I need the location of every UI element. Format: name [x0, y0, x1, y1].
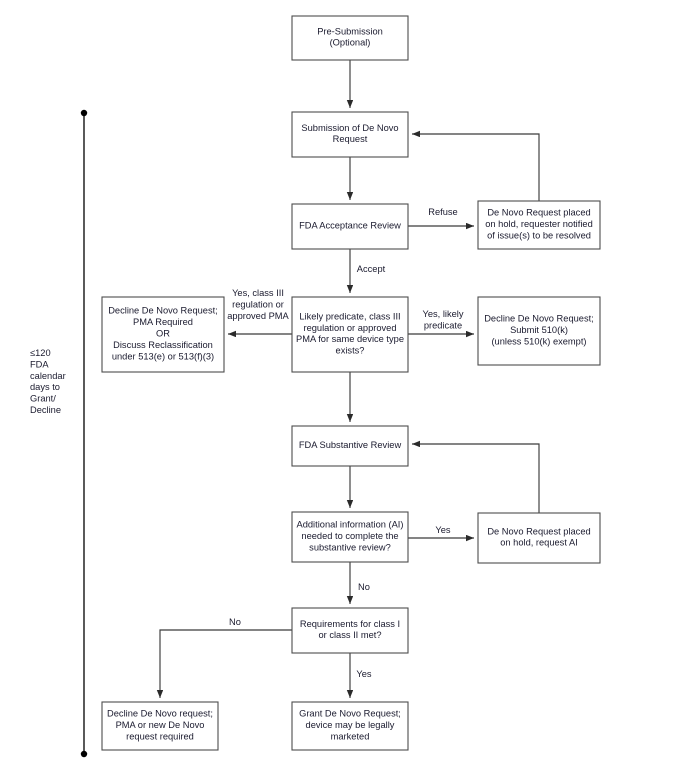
connector-onhold-ai-to-substantive — [412, 440, 540, 513]
edge-label-refuse: Refuse — [428, 207, 457, 217]
grant-de-novo-box-rect[interactable] — [291, 701, 409, 751]
fda-substantive-review-box-label: FDA Substantive Review — [299, 440, 402, 450]
decline-new-de-novo-box-rect[interactable] — [101, 701, 219, 751]
connector-requirements-to-decline-new — [156, 629, 292, 698]
edge-label-no-ai: No — [358, 582, 370, 592]
connector-onhold-to-submission — [412, 130, 540, 201]
additional-information-decision-box-label: Additional information (AI)needed to com… — [297, 520, 404, 553]
edge-label-yes-requirements: Yes — [356, 669, 372, 679]
decline-pma-required-box-rect[interactable] — [101, 296, 225, 373]
edge-label-yes-ai: Yes — [435, 525, 451, 535]
decline-submit-510k-box[interactable]: Decline De Novo Request;Submit 510(k)(un… — [477, 296, 601, 366]
timeline-dot-top — [80, 109, 88, 117]
request-on-hold-request-ai-box-rect[interactable] — [477, 512, 601, 564]
additional-information-decision-box-rect[interactable] — [291, 511, 409, 563]
decline-submit-510k-box-rect[interactable] — [477, 296, 601, 366]
pre-submission-box-label: Pre-Submission(Optional) — [317, 27, 383, 48]
pre-submission-box-rect[interactable] — [291, 15, 409, 61]
fda-substantive-review-box-rect[interactable] — [291, 425, 409, 467]
connector-group — [156, 60, 540, 698]
edge-label-accept: Accept — [357, 264, 386, 274]
decline-submit-510k-box-label: Decline De Novo Request;Submit 510(k)(un… — [484, 314, 594, 347]
pre-submission-box[interactable]: Pre-Submission(Optional) — [291, 15, 409, 61]
grant-de-novo-box[interactable]: Grant De Novo Request;device may be lega… — [291, 701, 409, 751]
grant-de-novo-box-label: Grant De Novo Request;device may be lega… — [299, 709, 401, 742]
request-on-hold-acceptance-box-rect[interactable] — [477, 200, 601, 250]
edge-label-no-requirements: No — [229, 617, 241, 627]
submission-de-novo-box-rect[interactable] — [291, 111, 409, 158]
fda-acceptance-review-box-label: FDA Acceptance Review — [299, 221, 401, 231]
node-group: Pre-Submission(Optional) Submission of De… — [101, 15, 601, 751]
likely-predicate-decision-box-rect[interactable] — [291, 296, 409, 373]
fda-acceptance-review-box[interactable]: FDA Acceptance Review — [291, 203, 409, 250]
fda-acceptance-review-box-rect[interactable] — [291, 203, 409, 250]
decline-new-de-novo-box[interactable]: Decline De Novo request;PMA or new De No… — [101, 701, 219, 751]
fda-substantive-review-box[interactable]: FDA Substantive Review — [291, 425, 409, 467]
timeline-dot-bottom — [80, 750, 88, 758]
additional-information-decision-box[interactable]: Additional information (AI)needed to com… — [291, 511, 409, 563]
decline-new-de-novo-box-label: Decline De Novo request;PMA or new De No… — [107, 709, 213, 742]
requirements-class-decision-box-rect[interactable] — [291, 607, 409, 654]
